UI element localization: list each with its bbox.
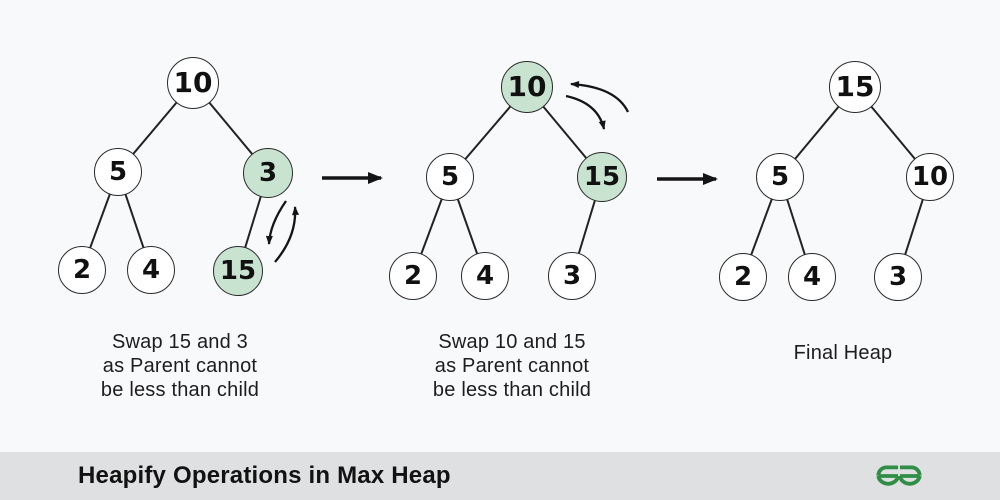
swap-up-arrow-icon (274, 206, 300, 263)
logo-left-bowl (876, 475, 900, 486)
tree1-node-4: 4 (127, 246, 175, 294)
caption-line: be less than child (432, 379, 592, 401)
tree2-node-2: 2 (389, 252, 437, 300)
caption-line: be less than child (100, 379, 260, 401)
tree2-node-10: 10 (501, 61, 553, 113)
footer-title: Heapify Operations in Max Heap (78, 462, 451, 489)
tree1-node-2: 2 (58, 246, 106, 294)
tree1-node-3: 3 (243, 148, 293, 198)
logo-right-bowl (898, 475, 922, 486)
curved-swap-arrows-icon (265, 200, 300, 263)
tree2-node-3: 3 (548, 252, 596, 300)
tree2-node-5: 5 (426, 153, 474, 201)
tree3-caption: Final Heap (693, 341, 993, 365)
tree3-node-2: 2 (719, 253, 767, 301)
tree2-node-15: 15 (577, 152, 627, 202)
tree2-node-4: 4 (461, 252, 509, 300)
swap-down-arrow-icon (565, 94, 606, 130)
tree1-node-15: 15 (213, 246, 263, 296)
tree3-node-5: 5 (756, 153, 804, 201)
swap-down-arrow-icon (265, 200, 287, 245)
caption-line: as Parent cannot (434, 355, 590, 377)
tree3-node-15: 15 (829, 61, 881, 113)
caption-line: as Parent cannot (102, 355, 258, 377)
caption-line: Swap 10 and 15 (438, 331, 586, 353)
tree1-caption: Swap 15 and 3 as Parent cannot be less t… (30, 330, 330, 402)
swap-up-arrow-icon (570, 81, 630, 113)
curved-swap-arrows-icon (565, 81, 630, 130)
tree1-node-10: 10 (167, 57, 219, 109)
caption-line: Final Heap (793, 342, 893, 364)
tree3-node-3: 3 (874, 253, 922, 301)
caption-line: Swap 15 and 3 (111, 331, 249, 353)
tree3-node-10: 10 (906, 153, 954, 201)
tree1-node-5: 5 (94, 148, 142, 196)
footer-bar: Heapify Operations in Max Heap (0, 452, 1000, 500)
tree3-node-4: 4 (788, 253, 836, 301)
tree2-caption: Swap 10 and 15 as Parent cannot be less … (362, 330, 662, 402)
geeksforgeeks-logo (876, 465, 922, 486)
